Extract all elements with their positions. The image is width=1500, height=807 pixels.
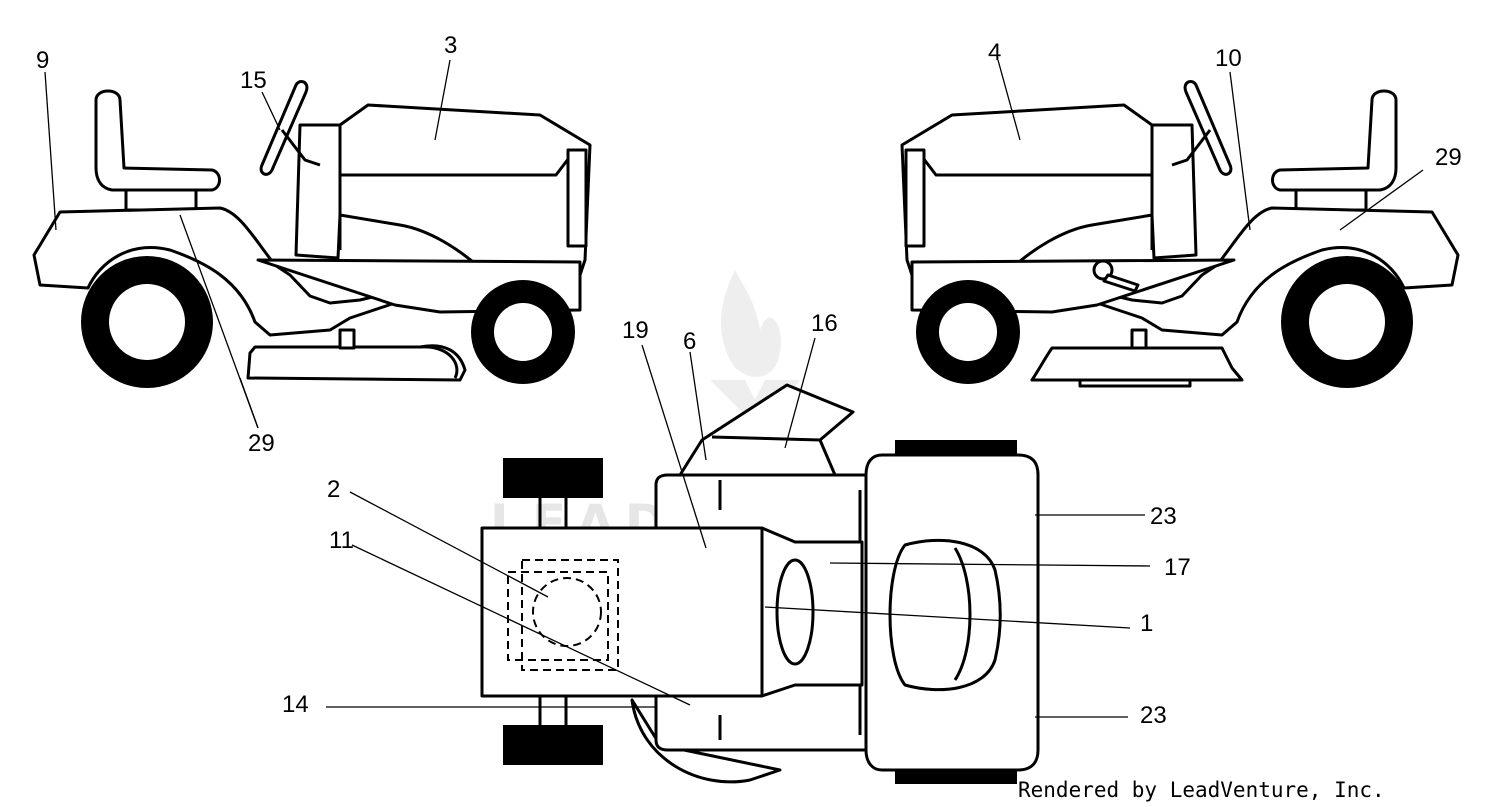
callout-6: 6 [683, 328, 696, 355]
callout-4: 4 [988, 39, 1001, 66]
engine-cap-outline [532, 577, 602, 647]
front-wheel-hub [939, 303, 997, 361]
steering-column [280, 129, 321, 167]
callout-15: 15 [240, 67, 267, 94]
chute-edge [711, 435, 821, 442]
callout-1: 1 [1140, 610, 1153, 637]
callout-10: 10 [1215, 45, 1242, 72]
seat-support [1294, 188, 1368, 212]
render-credit: Rendered by LeadVenture, Inc. [1018, 778, 1385, 802]
rear-fender [1080, 206, 1460, 337]
seat-seam [953, 547, 972, 681]
deck-side [630, 698, 782, 784]
front-wheel-hub [494, 303, 552, 361]
callout-3: 3 [444, 32, 457, 59]
left-side-tractor-view [32, 80, 592, 388]
deck-chute [419, 345, 459, 379]
seat-top [888, 538, 1002, 692]
lift-lever [1102, 273, 1140, 293]
top-view-tractor [480, 383, 1040, 784]
callout-labels: 9 15 3 4 10 29 29 19 6 16 2 11 14 23 17 … [36, 32, 1462, 729]
callout-14: 14 [282, 691, 309, 718]
callout-23-bottom: 23 [1140, 702, 1167, 729]
seat [94, 89, 221, 192]
deck-skirt [1078, 378, 1192, 388]
front-left-tire [503, 458, 603, 498]
callout-29-right: 29 [1435, 144, 1462, 171]
seat [1271, 89, 1398, 192]
front-right-tire [503, 725, 603, 765]
steering-column [1171, 129, 1212, 167]
callout-17: 17 [1164, 554, 1191, 581]
steering-wheel [259, 80, 309, 176]
rear-left-tire [895, 440, 1017, 454]
callout-9: 9 [36, 47, 49, 74]
engine-outline [507, 571, 609, 661]
steering-wheel [1183, 80, 1233, 176]
discharge-chute [678, 383, 855, 477]
callout-19: 19 [622, 317, 649, 344]
rear-wheel-hub [109, 284, 185, 360]
mower-deck [1030, 346, 1244, 382]
hood-top [480, 526, 864, 698]
steering-wheel-top [775, 558, 815, 666]
callout-29-left: 29 [248, 430, 275, 457]
deck-hanger [338, 328, 356, 350]
leader-lines [44, 59, 1424, 718]
grille [904, 148, 926, 248]
hood [900, 103, 1198, 277]
callout-2: 2 [327, 476, 340, 503]
callout-16: 16 [811, 310, 838, 337]
front-axle [538, 498, 568, 725]
callout-23-top: 23 [1150, 503, 1177, 530]
callout-11: 11 [329, 527, 354, 554]
rear-right-tire [895, 770, 1017, 784]
hood [294, 103, 592, 277]
air-filter-outline [521, 559, 619, 671]
mower-deck [246, 344, 467, 382]
grille [566, 148, 588, 248]
seat-support [124, 188, 198, 212]
rear-wheel-hub [1309, 284, 1385, 360]
deck-hanger [1130, 328, 1148, 350]
right-side-tractor-view [900, 80, 1460, 388]
rear-fender [32, 206, 412, 337]
